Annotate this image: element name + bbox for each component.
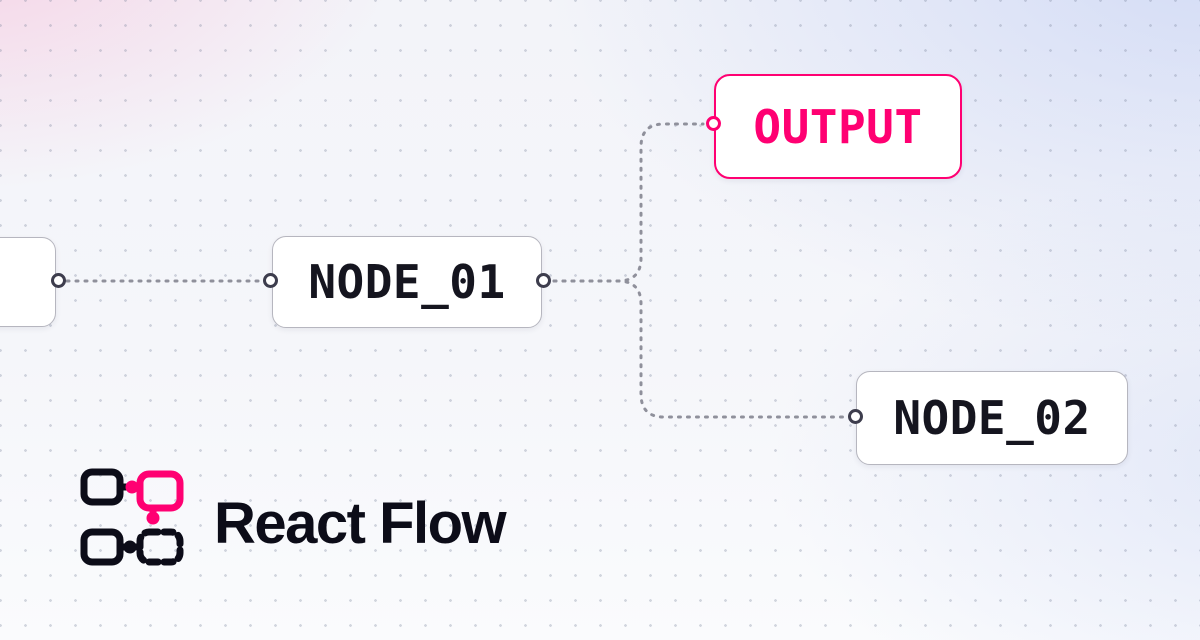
node-partial[interactable] xyxy=(0,237,56,327)
edge-node01-to-output xyxy=(552,122,705,283)
brand-lockup: React Flow xyxy=(80,466,507,575)
handle-node02-target[interactable] xyxy=(848,409,863,424)
react-flow-logo-icon xyxy=(80,466,184,575)
node-node-01[interactable]: NODE_01 xyxy=(272,236,542,328)
node-02-label: NODE_02 xyxy=(893,391,1091,445)
node-node-02[interactable]: NODE_02 xyxy=(856,371,1128,465)
node-output[interactable]: OUTPUT xyxy=(714,74,962,179)
handle-node01-source[interactable] xyxy=(536,273,551,288)
react-flow-wordmark: React Flow xyxy=(214,490,507,556)
handle-output-target[interactable] xyxy=(706,116,721,131)
edge-node01-to-node02 xyxy=(552,279,847,419)
node-01-label: NODE_01 xyxy=(308,255,506,309)
handle-partial-source[interactable] xyxy=(51,273,66,288)
output-label: OUTPUT xyxy=(753,99,923,154)
handle-node01-target[interactable] xyxy=(263,273,278,288)
